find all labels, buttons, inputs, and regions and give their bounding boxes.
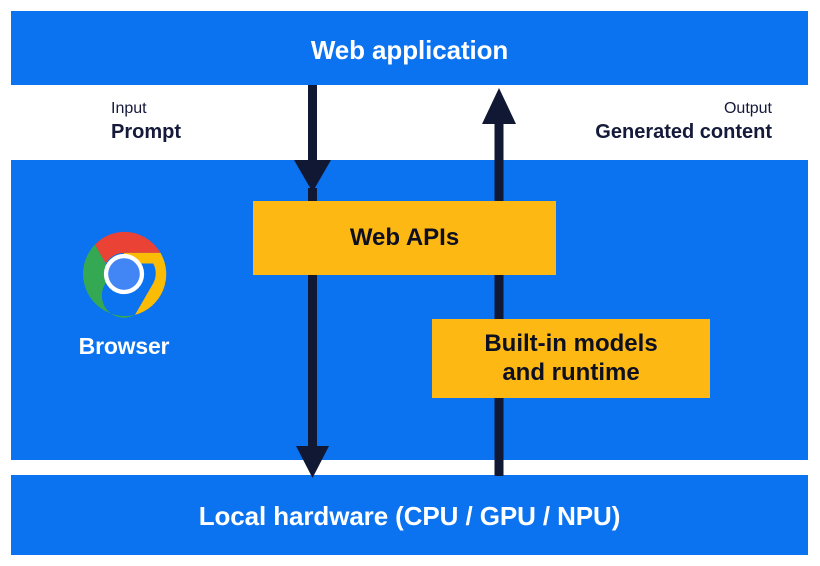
- input-kicker: Input: [111, 100, 147, 117]
- output-annotation: Output Generated content: [595, 100, 772, 144]
- output-headline: Generated content: [595, 120, 772, 143]
- local-hardware-title: Local hardware (CPU / GPU / NPU): [198, 501, 621, 531]
- web-application-band: Web application: [11, 11, 808, 85]
- input-headline: Prompt: [111, 120, 181, 143]
- input-annotation: Input Prompt: [111, 100, 181, 144]
- builtin-models-line2: and runtime: [502, 358, 640, 386]
- local-hardware-band: Local hardware (CPU / GPU / NPU): [11, 475, 808, 555]
- builtin-models-box[interactable]: Built-in models and runtime: [432, 319, 710, 398]
- builtin-models-label: Built-in models and runtime: [474, 330, 667, 387]
- browser-group: Browser: [56, 228, 192, 360]
- browser-label: Browser: [78, 333, 170, 359]
- web-application-title: Web application: [310, 35, 509, 65]
- web-apis-label: Web APIs: [349, 223, 460, 251]
- builtin-models-line1: Built-in models: [484, 330, 658, 358]
- web-apis-box[interactable]: Web APIs: [253, 201, 556, 275]
- output-kicker: Output: [723, 100, 772, 117]
- chrome-logo-icon: [83, 231, 167, 318]
